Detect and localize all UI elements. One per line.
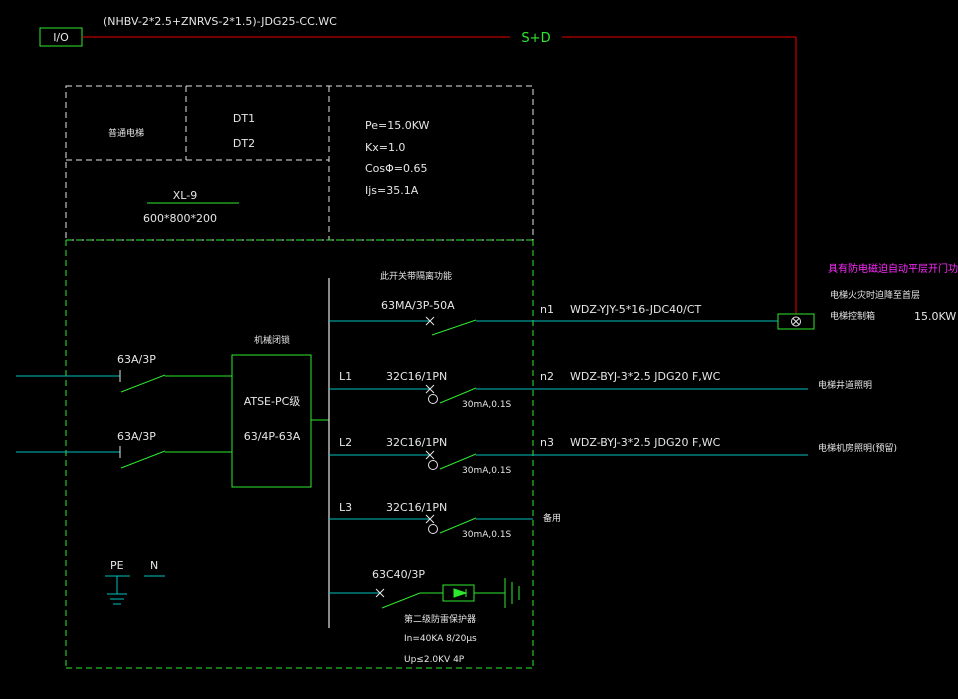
spd-breaker: 63C40/3P <box>372 568 425 581</box>
c1-no: n1 <box>540 303 554 316</box>
c4-breaker: 32C16/1PN <box>386 501 447 514</box>
incoming-breaker-2: 63A/3P <box>117 430 156 443</box>
circuit-n1 <box>329 316 778 336</box>
param-cos: CosΦ=0.65 <box>365 162 428 175</box>
c3-rcd: 30mA,0.1S <box>462 466 512 476</box>
load-line1: 电梯火灾时迫降至首层 <box>830 289 920 301</box>
load-note: 具有防电磁迫自动平层开门功能 <box>828 262 958 275</box>
param-ijs: Ijs=35.1A <box>365 184 419 197</box>
param-pe: Pe=15.0KW <box>365 119 430 132</box>
cabinet-type: 普通电梯 <box>108 127 144 139</box>
c2-no: n2 <box>540 370 554 383</box>
circuit-spd <box>329 578 520 609</box>
load-power: 15.0KW <box>914 310 956 323</box>
c2-breaker: 32C16/1PN <box>386 370 447 383</box>
c2-rcd: 30mA,0.1S <box>462 400 512 410</box>
c3-cable: WDZ-BYJ-3*2.5 JDG20 F,WC <box>570 436 721 449</box>
cabinet-id: XL-9 <box>173 189 197 202</box>
c1-cable: WDZ-YJY-5*16-JDC40/CT <box>570 303 702 316</box>
signal-label: S+D <box>521 31 550 46</box>
ground-symbol <box>105 575 130 605</box>
phase-l2: L2 <box>339 436 352 449</box>
ats-name: ATSE-PC级 <box>244 395 301 408</box>
elevator-control-box <box>777 313 815 330</box>
c3-breaker: 32C16/1PN <box>386 436 447 449</box>
spd-title: 第二级防雷保护器 <box>404 613 476 625</box>
spd-in: In=40KA 8/20μs <box>404 634 477 644</box>
c1-breaker: 63MA/3P-50A <box>381 299 455 312</box>
phase-l3: L3 <box>339 501 352 514</box>
dt2-label: DT2 <box>233 137 255 150</box>
lamp-cross <box>792 318 800 325</box>
c3-no: n3 <box>540 436 554 449</box>
isolation-note: 此开关带隔离功能 <box>380 270 452 282</box>
c3-load: 电梯机房照明(预留) <box>818 442 897 454</box>
c2-cable: WDZ-BYJ-3*2.5 JDG20 F,WC <box>570 370 721 383</box>
incoming-feeder-1 <box>16 370 232 393</box>
circuit-spare <box>329 514 533 534</box>
cabinet-size: 600*800*200 <box>143 212 217 225</box>
interlock-label: 机械闭锁 <box>254 334 290 346</box>
n-label: N <box>150 559 158 572</box>
ats-rating: 63/4P-63A <box>244 430 301 443</box>
cable-spec-label: (NHBV-2*2.5+ZNRVS-2*1.5)-JDG25-CC.WC <box>103 15 337 28</box>
load-line2: 电梯控制箱 <box>830 310 875 322</box>
circuit-n2 <box>329 384 808 404</box>
param-kx: Kx=1.0 <box>365 141 405 154</box>
dt1-label: DT1 <box>233 112 255 125</box>
c2-load: 电梯井道照明 <box>818 379 872 391</box>
panel-box <box>65 239 534 669</box>
circuit-n3 <box>329 450 808 470</box>
c4-rcd: 30mA,0.1S <box>462 530 512 540</box>
incoming-breaker-1: 63A/3P <box>117 353 156 366</box>
incoming-feeder-2 <box>16 446 232 469</box>
phase-l1: L1 <box>339 370 352 383</box>
ats-box <box>231 354 312 488</box>
lamp-icon <box>791 316 801 327</box>
pe-label: PE <box>110 559 124 572</box>
spd-up: Up≤2.0KV 4P <box>404 655 465 665</box>
info-box <box>65 85 534 241</box>
c4-load: 备用 <box>543 512 561 524</box>
io-label: I/O <box>53 31 69 44</box>
